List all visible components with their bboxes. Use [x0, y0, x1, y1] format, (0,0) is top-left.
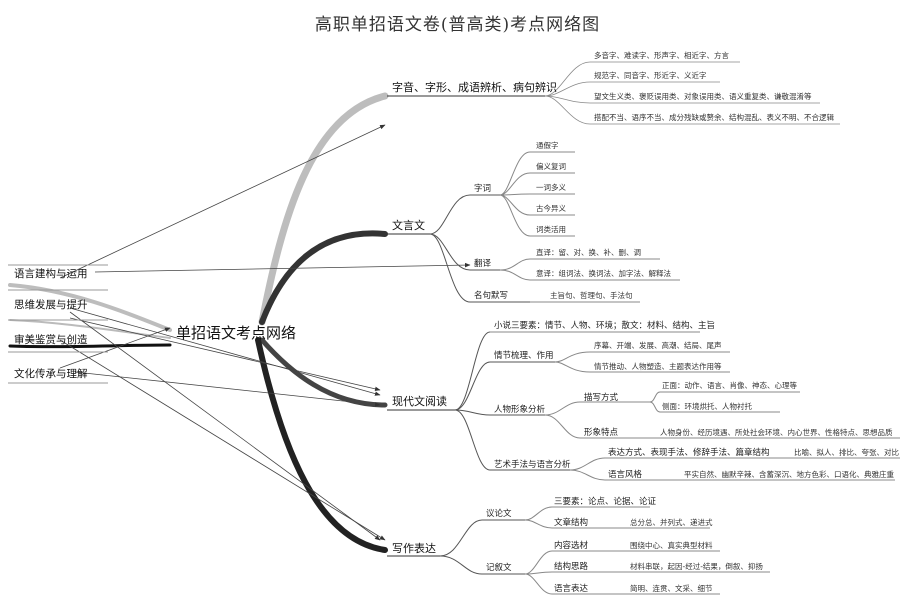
- s3-miaoxie-leaf: 侧面：环境烘托、人物衬托: [662, 402, 752, 411]
- s3-qingjie: 情节梳理、作用: [494, 351, 554, 361]
- page-title: 高职单招语文卷(普高类)考点网络图: [314, 15, 601, 35]
- s3-qingjie-leaf: 情节推动、人物塑造、主题表达作用等: [594, 362, 722, 371]
- s4-jixu: 记叙文: [486, 563, 512, 573]
- s3-biaoda-leaf: 比喻、拟人、排比、夸张、对比: [794, 448, 899, 457]
- s4-item-value: 围绕中心、真实典型材料: [630, 541, 713, 550]
- section-underlines: [387, 95, 545, 557]
- s3-links: [454, 331, 900, 481]
- s3-xingxiang-leaf: 人物身份、经历境遇、所处社会环境、内心世界、性格特点、思想品质: [660, 428, 893, 437]
- s3-qingjie-leaf: 序幕、开端、发展、高潮、结局、尾声: [594, 341, 722, 350]
- main-branches: [8, 92, 389, 553]
- competency-thinking: 思维发展与提升: [14, 299, 88, 311]
- s2-fanyi-leaf: 直译：留、对、换、补、删、调: [536, 248, 641, 257]
- s4-item-label: 内容选材: [554, 541, 589, 551]
- s4-yilun: 议论文: [486, 509, 512, 519]
- branch-s3: [259, 337, 388, 408]
- competency-separators: [8, 264, 108, 384]
- section-s2: 文言文: [392, 219, 425, 232]
- s3-xiaoshuo: 小说三要素：情节、人物、环境；散文：材料、结构、主旨: [494, 321, 716, 331]
- s3-biaoda: 表达方式、表现手法、修辞手法、篇章结构: [608, 448, 770, 458]
- competency-aesthetic: 审美鉴赏与创造: [14, 334, 88, 346]
- section-s3: 现代文阅读: [392, 395, 447, 408]
- branch-s1: [258, 92, 389, 326]
- s2-mingju: 名句默写: [474, 291, 509, 301]
- competency-language: 语言建构与运用: [14, 268, 88, 280]
- s4-item-label: 结构思路: [554, 562, 589, 572]
- s2-ciyu-leaf: 词类活用: [536, 225, 566, 234]
- s1-leaf: 多音字、难读字、形声字、相近字、方言: [594, 51, 729, 60]
- s4-item-label: 语言表达: [554, 584, 589, 594]
- s1-leaf: 搭配不当、语序不当、成分残缺或赘余、结构混乱、表义不明、不合逻辑: [594, 113, 834, 122]
- s4-item-value: 总分总、并列式、递进式: [630, 518, 713, 527]
- section-s4: 写作表达: [392, 542, 436, 555]
- s2-fanyi-leaf: 意译：组词法、换词法、加字法、解释法: [536, 269, 671, 278]
- branch-s4: [255, 337, 388, 553]
- section-s1: 字音、字形、成语辨析、病句辨识: [392, 81, 557, 94]
- s4-item-label: 三要素：论点、论据、论证: [554, 497, 657, 507]
- s2-ciyu: 字词: [474, 184, 492, 194]
- s4-item-value: 简明、连贯、文采、细节: [630, 584, 713, 593]
- competency-culture: 文化传承与理解: [14, 368, 88, 380]
- competency-arrows: [59, 124, 471, 541]
- s3-fengge: 语言风格: [608, 470, 643, 480]
- s4-item-label: 文章结构: [554, 518, 589, 528]
- s2-mingju-leaf: 主旨句、哲理句、手法句: [550, 291, 633, 300]
- s3-fengge-leaf: 平实自然、幽默辛辣、含蓄深沉、地方色彩、口语化、典雅庄重: [684, 470, 894, 479]
- s4-links: [439, 506, 770, 595]
- s2-fanyi: 翻译: [474, 259, 492, 269]
- branch-s2: [259, 230, 388, 325]
- s1-links: [544, 61, 840, 125]
- s1-leaf: 望文生义类、褒贬误用类、对象误用类、语义重复类、谦敬混淆等: [594, 92, 812, 101]
- s2-ciyu-leaf: 通假字: [536, 141, 559, 150]
- s3-yishu: 艺术手法与语言分析: [494, 460, 571, 470]
- s2-links: [429, 151, 680, 303]
- s4-item-value: 材料串联，起因-经过-结果，倒叙、抑扬: [630, 562, 763, 571]
- center-node: 单招语文考点网络: [176, 324, 297, 342]
- s1-leaf: 规范字、同音字、形近字、义近字: [594, 71, 707, 80]
- s2-ciyu-leaf: 古今异义: [536, 204, 566, 213]
- s3-miaoxie-leaf: 正面：动作、语言、肖像、神态、心理等: [662, 381, 797, 390]
- s2-ciyu-leaf: 一词多义: [536, 183, 566, 192]
- s3-renwu: 人物形象分析: [494, 405, 546, 415]
- s3-xingxiang: 形象特点: [584, 428, 619, 438]
- s3-miaoxie: 描写方式: [584, 393, 619, 403]
- s2-ciyu-leaf: 偏义复词: [536, 162, 566, 171]
